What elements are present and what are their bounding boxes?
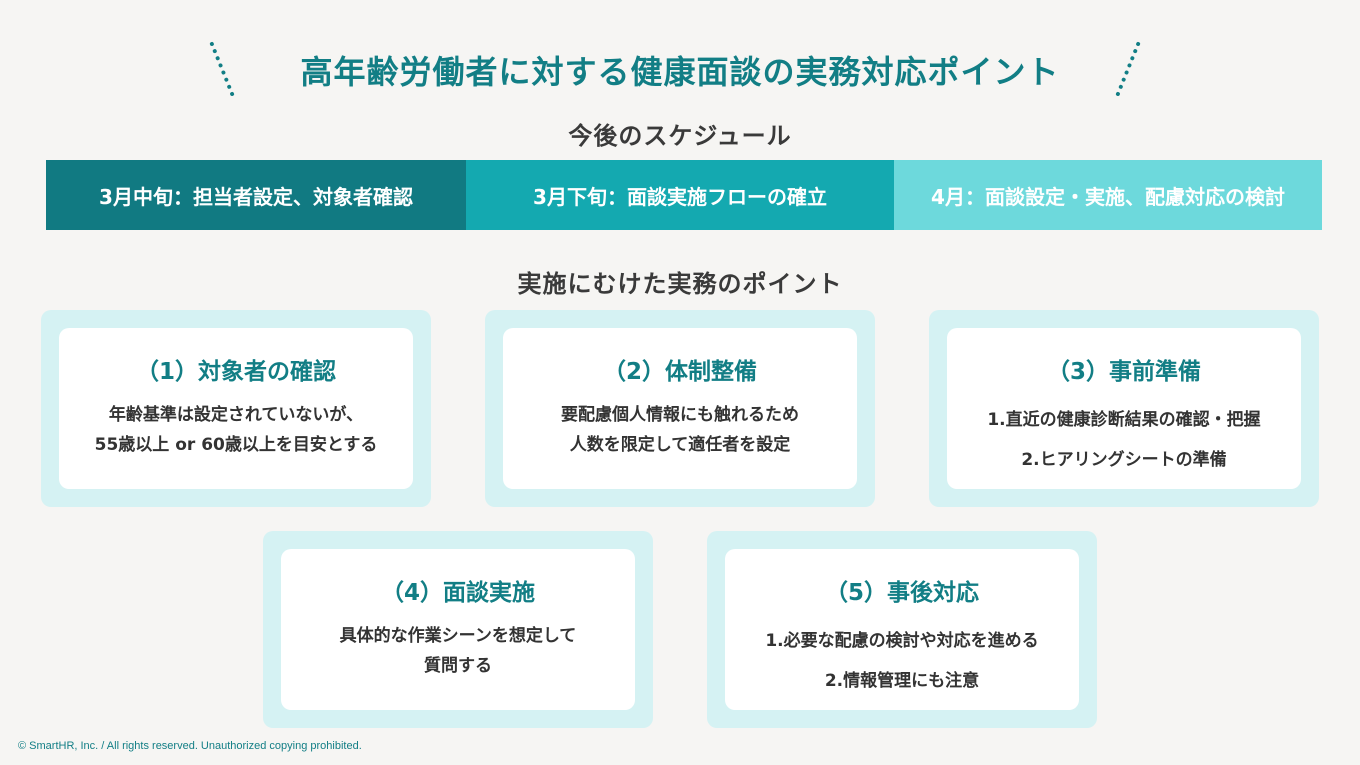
copyright-footer: © SmartHR, Inc. / All rights reserved. U… — [18, 740, 362, 752]
schedule-phase-1: 3月中旬：担当者設定、対象者確認 — [46, 160, 466, 230]
point-card-line: 2.情報管理にも注意 — [824, 671, 980, 691]
page-title: 高年齢労働者に対する健康面談の実務対応ポイント — [300, 53, 1060, 91]
point-card-body: （1）対象者の確認 年齢基準は設定されていないが、 55歳以上 or 60歳以上… — [59, 328, 413, 489]
schedule-heading: 今後のスケジュール — [568, 122, 792, 150]
point-card-4: （4）面談実施 具体的な作業シーンを想定して 質問する — [263, 531, 653, 728]
point-card-line: 1.必要な配慮の検討や対応を進める — [765, 631, 1039, 651]
point-card-line: 要配慮個人情報にも触れるため — [561, 405, 799, 425]
point-card-line: 質問する — [424, 656, 492, 676]
point-card-2: （2）体制整備 要配慮個人情報にも触れるため 人数を限定して適任者を設定 — [485, 310, 875, 507]
point-card-line: 2.ヒアリングシートの準備 — [1021, 450, 1227, 470]
point-card-body: （5）事後対応 1.必要な配慮の検討や対応を進める 2.情報管理にも注意 — [725, 549, 1079, 710]
point-card-body: （2）体制整備 要配慮個人情報にも触れるため 人数を限定して適任者を設定 — [503, 328, 857, 489]
point-card-line: 55歳以上 or 60歳以上を目安とする — [94, 435, 378, 455]
point-card-title: （4）面談実施 — [380, 580, 535, 606]
point-card-line: 1.直近の健康診断結果の確認・把握 — [987, 410, 1261, 430]
point-card-line: 年齢基準は設定されていないが、 — [108, 405, 364, 425]
points-heading: 実施にむけた実務のポイント — [517, 270, 843, 298]
point-card-title: （2）体制整備 — [602, 359, 757, 385]
point-card-title: （3）事前準備 — [1046, 359, 1201, 385]
title-bar: 高年齢労働者に対する健康面談の実務対応ポイント — [0, 40, 1360, 100]
point-card-5: （5）事後対応 1.必要な配慮の検討や対応を進める 2.情報管理にも注意 — [707, 531, 1097, 728]
point-card-title: （1）対象者の確認 — [135, 359, 336, 385]
point-card-body: （4）面談実施 具体的な作業シーンを想定して 質問する — [281, 549, 635, 710]
point-card-3: （3）事前準備 1.直近の健康診断結果の確認・把握 2.ヒアリングシートの準備 — [929, 310, 1319, 507]
point-card-line: 人数を限定して適任者を設定 — [569, 435, 791, 455]
schedule-phase-2: 3月下旬：面談実施フローの確立 — [466, 160, 894, 230]
schedule-timeline: 3月中旬：担当者設定、対象者確認 3月下旬：面談実施フローの確立 4月：面談設定… — [46, 160, 1322, 230]
point-card-1: （1）対象者の確認 年齢基準は設定されていないが、 55歳以上 or 60歳以上… — [41, 310, 431, 507]
point-card-body: （3）事前準備 1.直近の健康診断結果の確認・把握 2.ヒアリングシートの準備 — [947, 328, 1301, 489]
point-card-line: 具体的な作業シーンを想定して — [339, 626, 577, 646]
point-card-title: （5）事後対応 — [824, 580, 979, 606]
schedule-phase-3: 4月：面談設定・実施、配慮対応の検討 — [894, 160, 1322, 230]
